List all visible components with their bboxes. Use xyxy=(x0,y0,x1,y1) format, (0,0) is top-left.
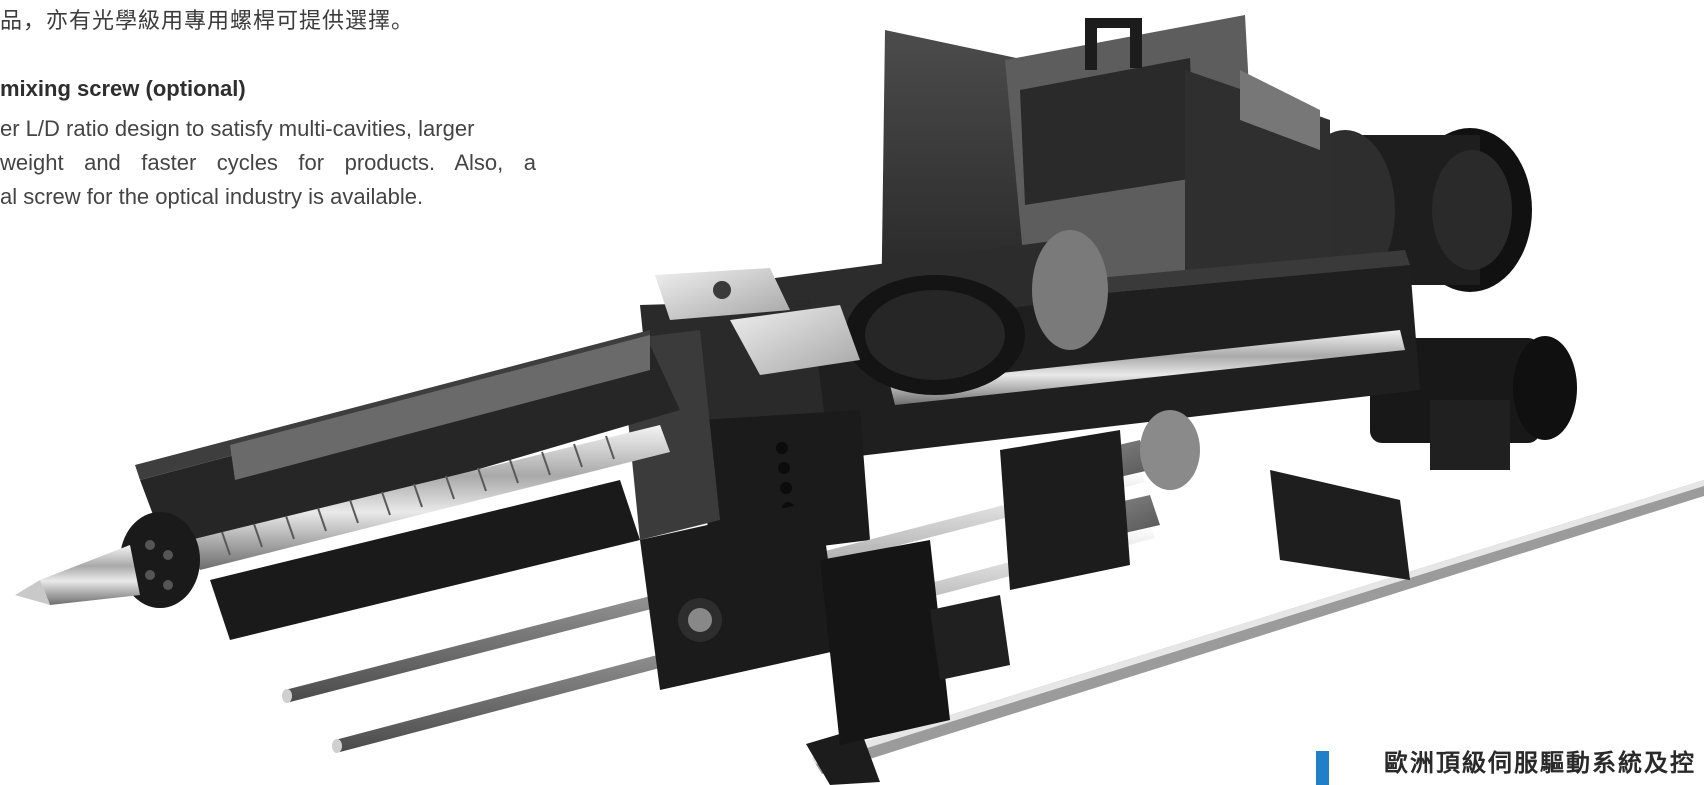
barrel-housing xyxy=(135,330,680,560)
feature-body: er L/D ratio design to satisfy multi-cav… xyxy=(0,112,536,214)
nozzle xyxy=(15,512,200,608)
screw xyxy=(190,425,670,570)
upper-frame xyxy=(880,15,1330,430)
chinese-description: 品，亦有光學級用專用螺桿可提供選擇。 xyxy=(0,9,415,34)
body-line-3: al screw for the optical industry is ava… xyxy=(0,184,424,209)
body-line-2: weight and faster cycles for products. A… xyxy=(0,150,536,175)
section-marker xyxy=(1316,751,1329,785)
section-title: 歐洲頂級伺服驅動系統及控 xyxy=(1384,749,1696,777)
carriage-brackets xyxy=(640,430,1410,745)
body-line-1: er L/D ratio design to satisfy multi-cav… xyxy=(0,116,475,141)
feature-description: 品，亦有光學級用專用螺桿可提供選擇。 mixing screw (optiona… xyxy=(0,6,560,214)
feature-heading: mixing screw (optional) xyxy=(0,76,246,101)
injection-head-block xyxy=(620,268,870,560)
linear-rail xyxy=(806,480,1704,785)
barrel-shroud xyxy=(210,480,640,640)
